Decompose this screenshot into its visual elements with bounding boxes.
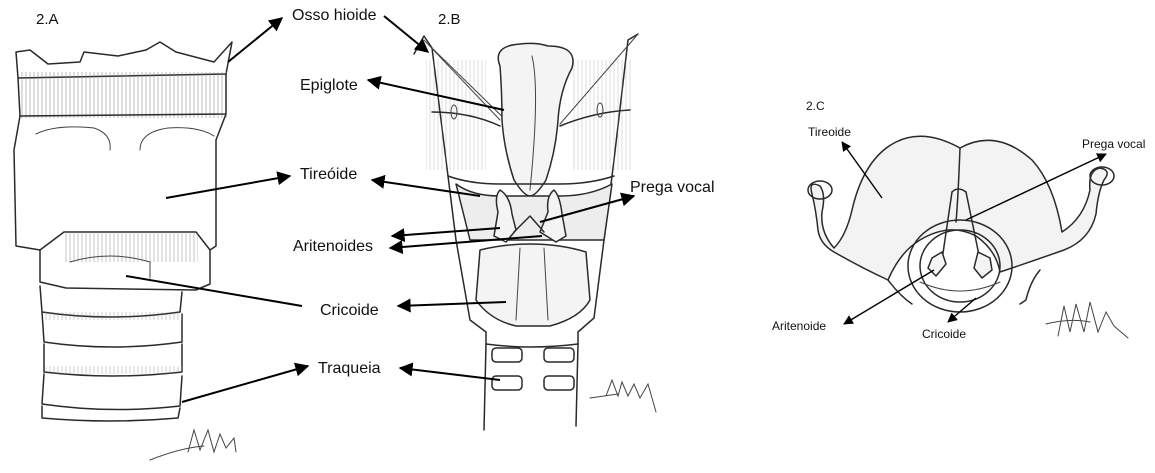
- label-osso-hioide: Osso hioide: [292, 7, 377, 24]
- label-epiglote: Epiglote: [300, 77, 358, 94]
- panel-b-title: 2.B: [438, 11, 461, 28]
- label-tireoide-c: Tireoide: [808, 125, 851, 139]
- panel-c-title: 2.C: [806, 99, 825, 113]
- label-prega-vocal-b: Prega vocal: [630, 179, 715, 196]
- panel-a-label-hyoid: Osso hioide: [228, 7, 377, 62]
- panel-a-title: 2.A: [36, 11, 59, 28]
- panel-a: 2.A Osso hi: [14, 7, 381, 460]
- label-traqueia: Traqueia: [318, 360, 381, 377]
- panel-a-larynx-drawing: [14, 42, 236, 460]
- panel-b-label-hyoid-arrow: [384, 16, 428, 52]
- panel-c: 2.C Tireoide Pre: [772, 99, 1145, 341]
- panel-a-label-thyroid: Tireóide: [166, 166, 357, 198]
- label-aritenoide: Aritenoide: [772, 319, 826, 333]
- panel-a-label-trachea: Traqueia: [182, 360, 381, 402]
- label-prega-vocal-c: Prega vocal: [1082, 137, 1145, 151]
- label-tireoide-a: Tireóide: [300, 166, 357, 183]
- label-cricoide: Cricoide: [320, 302, 379, 319]
- label-cricoide-c: Cricoide: [922, 327, 966, 341]
- label-aritenoides: Aritenoides: [293, 238, 373, 255]
